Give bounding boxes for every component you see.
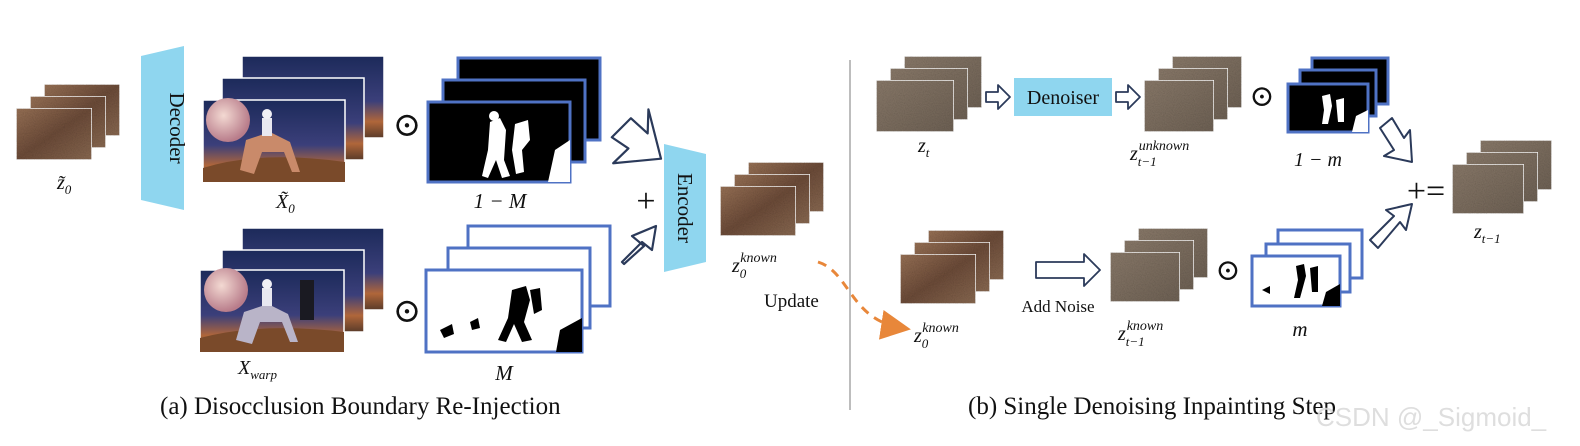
z0-known-label-b: z0known: [913, 321, 959, 351]
m-mask-front: [1250, 254, 1342, 308]
x0-tilde-label: X̃0: [275, 190, 295, 216]
plus-operator: +: [636, 183, 655, 220]
x-warp-label: Xwarp: [237, 357, 277, 382]
caption-a: (a) Disocclusion Boundary Re-Injection: [160, 393, 561, 420]
encoder-block: [664, 144, 706, 272]
hadamard-operator-bottom: ⊙: [393, 293, 422, 330]
inverse-mask-front: [426, 100, 572, 184]
plus-equals-operator: +=: [1407, 173, 1445, 210]
mask-front: [424, 268, 584, 354]
m-label: m: [1292, 317, 1307, 341]
z0-known-latent-stack: [719, 161, 825, 237]
hadamard-operator-b-top: ⊙: [1249, 80, 1274, 113]
decoder-label: Decoder: [165, 92, 189, 163]
inverse-m-mask-stack: [1286, 56, 1390, 134]
m-mask-stack: [1250, 228, 1364, 308]
z0-known-label-a: z0known: [731, 251, 777, 281]
panel-a: z̃0 Decoder X̃0 ⊙: [15, 46, 911, 420]
arrow-known-to-sum: [1369, 203, 1413, 249]
update-dashed-arrow: [817, 260, 911, 340]
encoder-label: Encoder: [673, 173, 697, 243]
z-known-noise-stack: [1109, 227, 1209, 303]
hadamard-operator-b-bottom: ⊙: [1215, 254, 1240, 287]
caption-b: (b) Single Denoising Inpainting Step: [968, 393, 1336, 420]
z0-tilde-label: z̃0: [56, 172, 72, 197]
ztm1-noise-stack: [1451, 139, 1553, 215]
zt-label: zt: [917, 135, 930, 160]
z-unknown-noise-stack: [1143, 55, 1243, 133]
zt-noise-stack: [875, 55, 983, 133]
arrow-top-to-encoder: [610, 108, 663, 165]
z0-tilde-latent-stack: [15, 83, 121, 161]
inverse-m-mask-front: [1286, 82, 1370, 134]
add-noise-label: Add Noise: [1021, 297, 1094, 316]
panel-b: zt Denoiser zt−1unknown ⊙: [875, 55, 1553, 420]
inverse-mask-stack: [426, 56, 602, 184]
hadamard-operator-top: ⊙: [393, 107, 422, 144]
decoder-block: [141, 46, 184, 210]
denoiser-block: [1014, 78, 1112, 116]
x-warp-front-image: [199, 268, 345, 353]
one-minus-m-label: 1 − m: [1294, 149, 1342, 171]
z-known-label: zt−1known: [1117, 319, 1163, 349]
x0-tilde-front-image: [202, 98, 346, 183]
add-noise-arrow: [1035, 253, 1101, 287]
one-minus-M-label: 1 − M: [474, 189, 528, 213]
x-warp-image-stack: [199, 227, 385, 353]
x0-tilde-image-stack: [202, 55, 385, 183]
watermark: CSDN @_Sigmoid_: [1316, 402, 1547, 432]
M-label: M: [494, 361, 514, 385]
z-unknown-label: zt−1unknown: [1129, 139, 1189, 169]
denoiser-label: Denoiser: [1027, 87, 1100, 109]
update-label: Update: [764, 291, 819, 312]
arrow-from-denoiser: [1115, 84, 1141, 110]
ztm1-label: zt−1: [1473, 221, 1501, 246]
arrow-to-denoiser: [985, 84, 1011, 110]
z0-known-latent-stack-b: [899, 229, 1005, 305]
arrow-bottom-to-encoder: [620, 224, 658, 266]
mask-stack: [424, 224, 612, 354]
arrow-unknown-to-sum: [1379, 117, 1413, 163]
